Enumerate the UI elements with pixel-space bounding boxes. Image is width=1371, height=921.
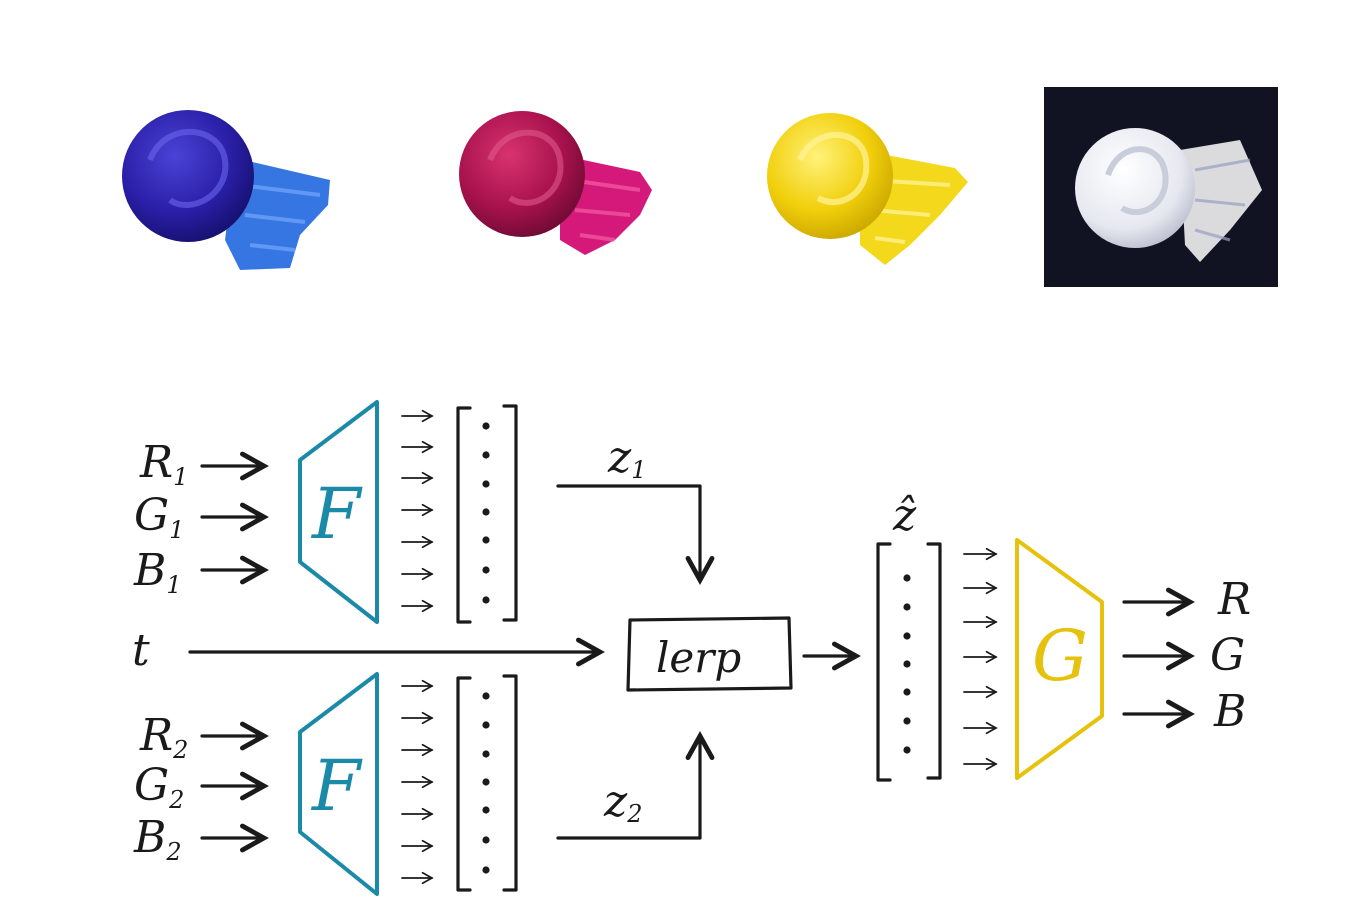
encoder-f-bottom: F xyxy=(298,672,379,896)
encoder-f-top: F xyxy=(298,400,379,624)
white-paint-swatch xyxy=(1044,87,1278,287)
zhat-output-arrows xyxy=(963,547,998,771)
yellow-paint-swatch xyxy=(767,113,968,265)
generator-g-label: G xyxy=(1032,615,1088,697)
encoder-f-top-label: F xyxy=(310,473,363,555)
output-arrows xyxy=(1122,602,1190,714)
top-encoder-output-arrows xyxy=(401,409,434,613)
output-r-label: R xyxy=(1217,574,1251,625)
bottom-encoder-output-arrows xyxy=(401,679,434,885)
output-labels: R G B xyxy=(1210,574,1251,737)
output-b-label: B xyxy=(1213,686,1246,737)
output-g-label: G xyxy=(1210,630,1245,681)
bottom-input-labels: R2 G2 B2 xyxy=(133,710,188,866)
blue-paint-swatch xyxy=(122,110,330,270)
zhat-label: ẑ xyxy=(892,490,917,541)
z1-label: z1 xyxy=(607,432,646,484)
magenta-paint-swatch xyxy=(459,111,652,255)
latent-vector-zhat xyxy=(876,542,942,782)
input-g2-label: G2 xyxy=(134,760,184,814)
lerp-box: lerp xyxy=(626,616,793,692)
top-input-labels: R1 G1 B1 xyxy=(133,437,188,599)
input-g1-label: G1 xyxy=(134,490,184,544)
z2-connector-arrow xyxy=(556,736,700,840)
input-b2-label: B2 xyxy=(133,812,182,866)
latent-vector-z2 xyxy=(456,674,518,892)
lerp-label: lerp xyxy=(656,633,741,682)
latent-vector-z1 xyxy=(456,404,518,624)
t-label: t xyxy=(132,625,150,676)
paint-swatches xyxy=(122,87,1278,287)
input-r2-label: R2 xyxy=(139,710,188,764)
bottom-input-arrows xyxy=(200,736,264,838)
top-input-arrows xyxy=(200,466,264,570)
z1-connector-arrow xyxy=(556,484,700,580)
encoder-f-bottom-label: F xyxy=(310,745,363,827)
z2-label: z2 xyxy=(603,776,642,828)
generator-g: G xyxy=(1015,538,1104,780)
input-r1-label: R1 xyxy=(139,437,188,491)
input-b1-label: B1 xyxy=(133,545,182,599)
color-mixing-diagram: R1 G1 B1 F z1 t xyxy=(132,400,1251,896)
